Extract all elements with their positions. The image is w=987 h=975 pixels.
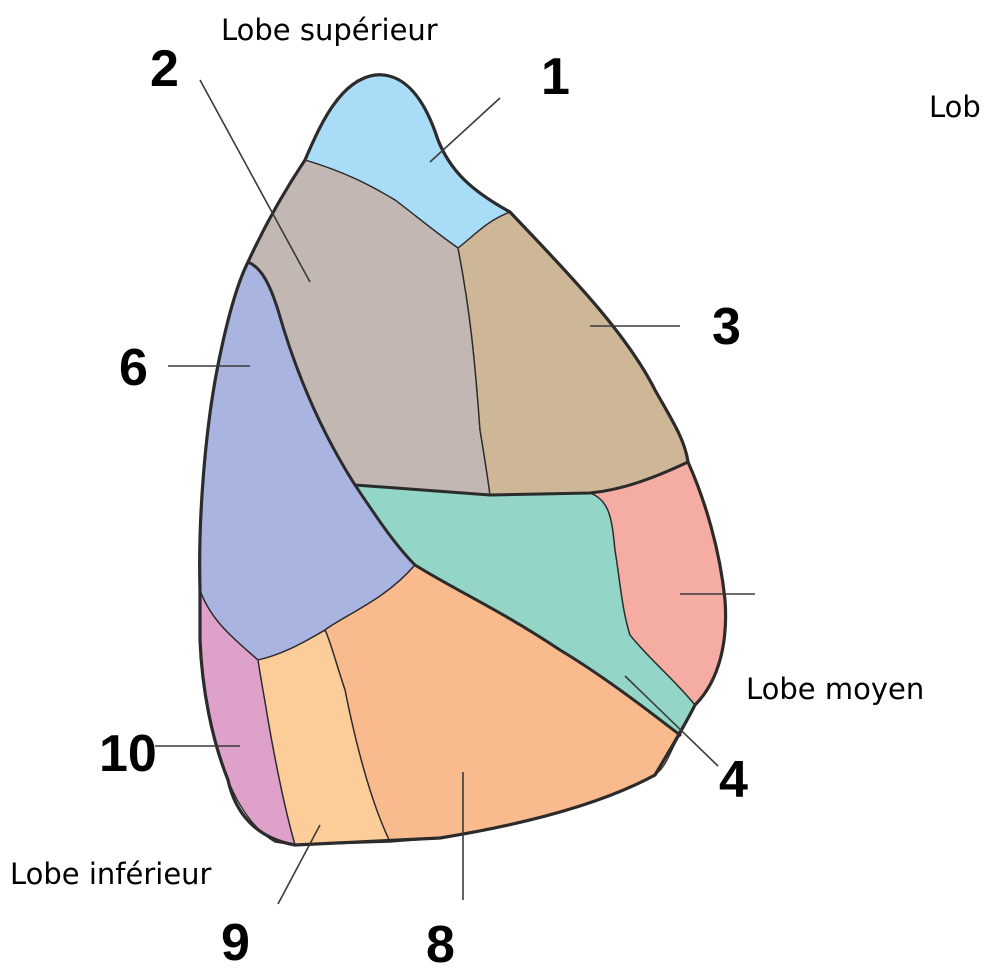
- segment-number-10: 10: [99, 725, 157, 783]
- leader-line-1: [430, 98, 500, 162]
- lobe-label-superieur: Lobe supérieur: [221, 13, 438, 47]
- lobe-label-cut: Lob: [929, 90, 981, 124]
- segment-number-8: 8: [426, 916, 455, 974]
- segment-number-1: 1: [541, 48, 570, 106]
- segment-number-2: 2: [150, 40, 179, 98]
- segment-number-9: 9: [221, 914, 250, 972]
- segment-number-6: 6: [119, 339, 148, 397]
- segment-number-3: 3: [712, 298, 741, 356]
- segment-3-region: [458, 212, 688, 495]
- lobe-label-moyen: Lobe moyen: [746, 672, 924, 706]
- lobe-label-inferieur: Lobe inférieur: [10, 857, 212, 891]
- segment-number-4: 4: [719, 751, 748, 809]
